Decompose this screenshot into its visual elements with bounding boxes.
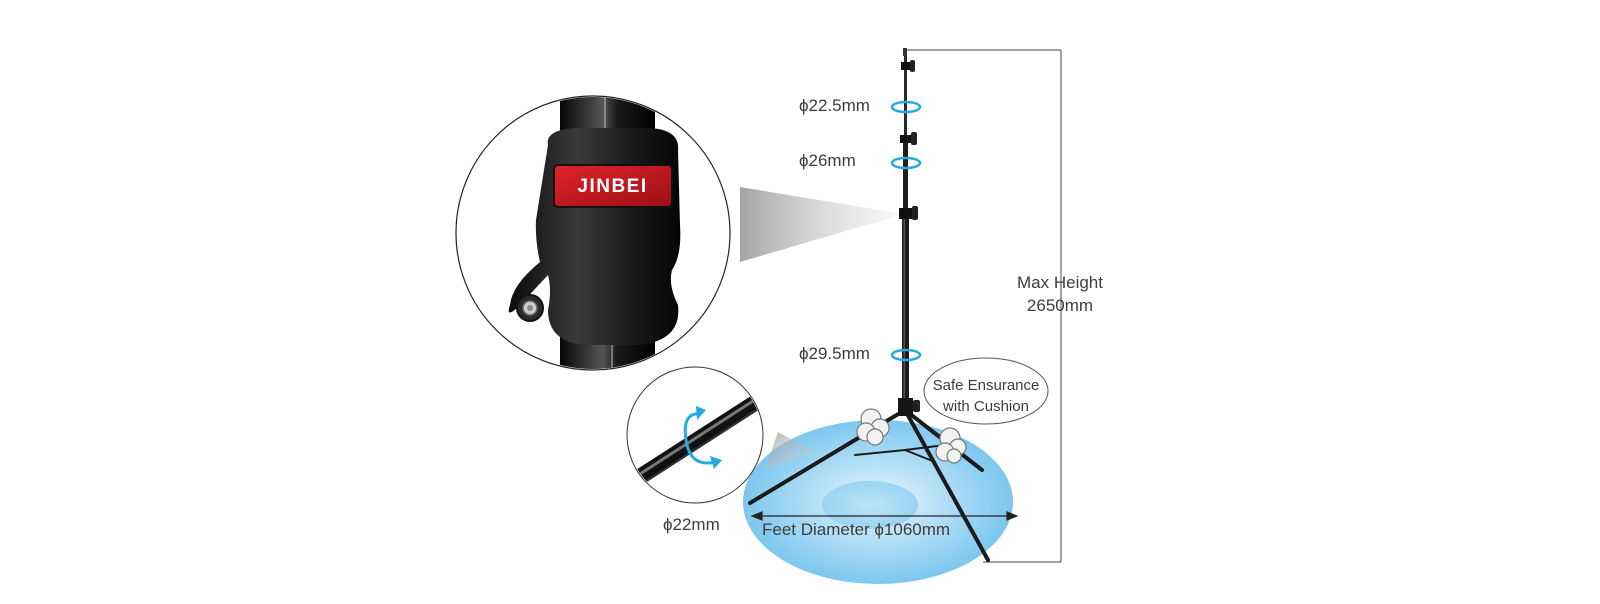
feet-diameter-label: Feet Diameter ϕ1060mm [762, 520, 951, 539]
feet-diameter-arrow [750, 511, 1019, 521]
floor-inner [822, 481, 918, 529]
diameter-ring-3 [890, 348, 922, 362]
max-height-title: Max Height [1017, 273, 1103, 292]
max-height-label: Max Height 2650mm [1000, 271, 1120, 317]
cushion-icon-2 [935, 427, 967, 464]
callout-line-2: with Cushion [943, 398, 1029, 415]
brand-logo: JINBEI [577, 176, 648, 197]
section3-diameter-label: ϕ29.5mm [799, 344, 870, 363]
section1-diameter-label: ϕ22.5mm [799, 96, 870, 115]
zoom-beam-top [740, 187, 904, 262]
callout-text: Safe Ensurance with Cushion [926, 375, 1046, 417]
stand-column [898, 48, 920, 416]
zoom-beam-legs [765, 432, 815, 470]
rotate-arrow-icon [683, 406, 722, 469]
leg-zoom [626, 366, 764, 504]
cushion-icon [856, 408, 890, 446]
leg-diameter-label: ϕ22mm [663, 515, 720, 534]
section2-diameter-label: ϕ26mm [799, 151, 856, 170]
callout-bubble [923, 357, 1049, 425]
callout-line-1: Safe Ensurance [932, 377, 1040, 394]
diameter-ring-1 [890, 100, 922, 114]
diameter-ring-2 [890, 156, 922, 170]
collar-zoom [455, 95, 731, 371]
max-height-bracket [903, 49, 1062, 563]
max-height-value: 2650mm [1026, 296, 1094, 315]
